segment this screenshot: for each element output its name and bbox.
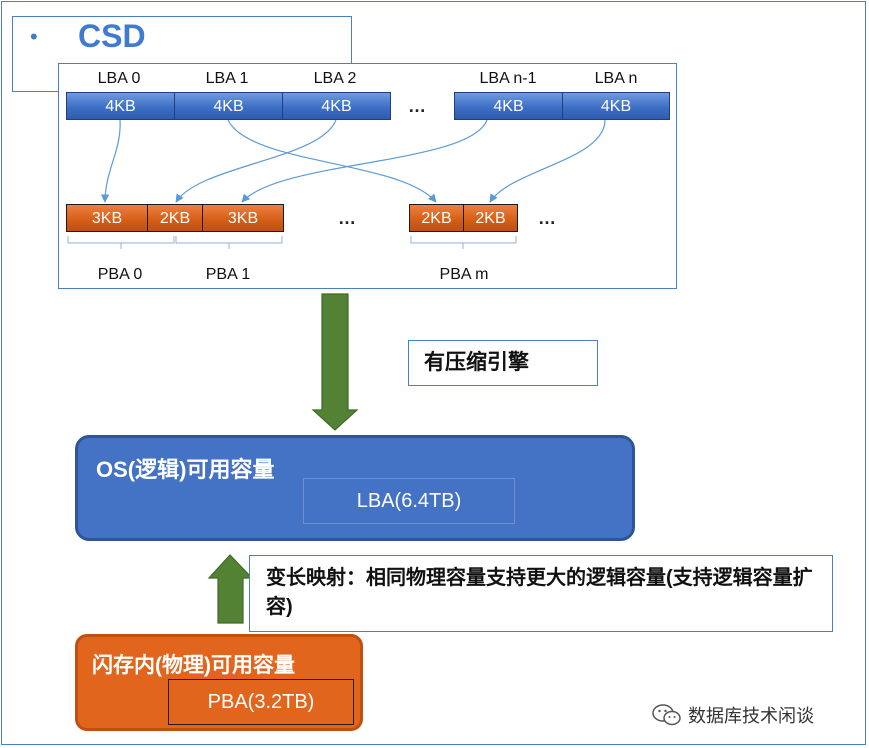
watermark-text: 数据库技术闲谈 bbox=[688, 706, 814, 726]
pba-capacity-value: PBA(3.2TB) bbox=[168, 679, 354, 725]
pba1-brace bbox=[175, 236, 283, 249]
lba-block-1: 4KB bbox=[174, 92, 283, 120]
down-arrow bbox=[311, 293, 359, 431]
pba0-brace bbox=[67, 236, 175, 249]
lba-block-0: 4KB bbox=[66, 92, 175, 120]
pbam-brace bbox=[410, 236, 517, 249]
lba-capacity-value: LBA(6.4TB) bbox=[303, 478, 515, 524]
map-arrow-lban bbox=[489, 119, 606, 203]
csd-title: CSD bbox=[78, 18, 146, 54]
pba-ellipsis-1: … bbox=[338, 208, 357, 228]
pba-block-2kb-a: 2KB bbox=[147, 204, 203, 232]
pba-block-2kb-c: 2KB bbox=[463, 204, 518, 232]
pba-label-m: PBA m bbox=[439, 266, 489, 283]
pba-label-0: PBA 0 bbox=[97, 266, 143, 283]
flash-capacity-box: 闪存内(物理)可用容量 PBA(3.2TB) bbox=[75, 634, 363, 731]
lba-block-2: 4KB bbox=[282, 92, 391, 120]
pba-block-3kb-b: 3KB bbox=[202, 204, 284, 232]
lba-label-2: LBA 2 bbox=[313, 70, 357, 87]
bullet-icon: • bbox=[30, 24, 38, 49]
up-arrow bbox=[207, 554, 254, 624]
map-arrow-lba2 bbox=[241, 119, 488, 203]
variable-mapping-note: 变长映射：相同物理容量支持更大的逻辑容量(支持逻辑容量扩容) bbox=[249, 555, 833, 632]
map-arrow-lba1 bbox=[175, 119, 337, 203]
lba-label-n-1: LBA n-1 bbox=[479, 70, 537, 87]
map-arrow-lba0 bbox=[100, 119, 121, 203]
compression-engine-label: 有压缩引擎 bbox=[408, 340, 598, 386]
map-arrow-lban-1 bbox=[227, 119, 437, 203]
pba-label-1: PBA 1 bbox=[205, 266, 251, 283]
lba-block-n-1: 4KB bbox=[454, 92, 563, 120]
flash-capacity-title: 闪存内(物理)可用容量 bbox=[92, 654, 295, 677]
watermark: 数据库技术闲谈 bbox=[652, 702, 814, 728]
lba-label-1: LBA 1 bbox=[205, 70, 249, 87]
lba-ellipsis: … bbox=[408, 96, 427, 116]
lba-label-0: LBA 0 bbox=[97, 70, 141, 87]
os-capacity-box: OS(逻辑)可用容量 LBA(6.4TB) bbox=[75, 435, 635, 541]
pba-block-3kb-a: 3KB bbox=[66, 204, 148, 232]
lba-block-n: 4KB bbox=[562, 92, 670, 120]
lba-label-n: LBA n bbox=[594, 70, 638, 87]
pba-block-2kb-b: 2KB bbox=[409, 204, 464, 232]
pba-ellipsis-2: … bbox=[538, 208, 557, 228]
wechat-icon bbox=[652, 704, 681, 726]
os-capacity-title: OS(逻辑)可用容量 bbox=[96, 457, 275, 482]
